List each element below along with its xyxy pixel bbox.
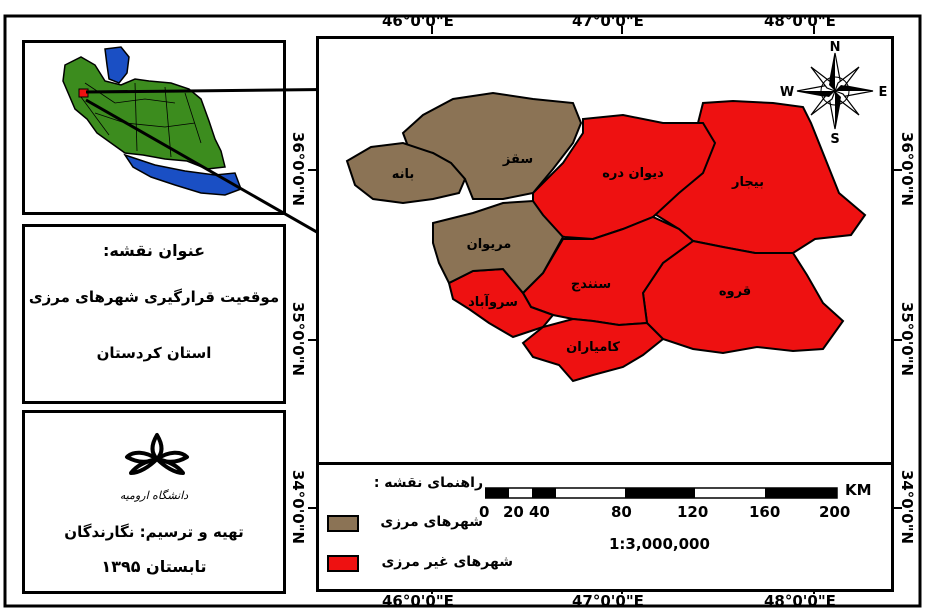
coord-top-47: 47°0'0"E	[572, 12, 644, 30]
scale-tick-80: 80	[611, 503, 632, 521]
legend-box: راهنمای نقشه : شهرهای مرزی شهرهای غیر مر…	[316, 462, 894, 592]
compass-w: W	[780, 85, 794, 100]
label-marivan: مریوان	[467, 237, 512, 252]
scale-tick-160: 160	[749, 503, 781, 521]
legend-swatch-nonborder	[327, 555, 359, 572]
title-line2: استان کردستان	[96, 344, 212, 362]
label-baneh: بانه	[392, 167, 415, 182]
coord-top-48: 48°0'0"E	[764, 12, 836, 30]
county-baneh	[345, 141, 467, 205]
coord-right-36: 36°0'0"N	[898, 131, 916, 207]
compass-e: E	[879, 85, 888, 100]
legend-label-nonborder: شهرهای غیر مرزی	[381, 554, 513, 570]
legend-item-nonborder: شهرهای غیر مرزی	[325, 553, 515, 575]
author-text: تهیه و ترسیم: نگارندگان	[64, 523, 244, 541]
scale-tick-20: 20	[503, 503, 524, 521]
label-bijar: بیجار	[731, 175, 764, 190]
logo-text: دانشگاه ارومیه	[119, 489, 189, 502]
scale-tick-120: 120	[677, 503, 709, 521]
legend-item-border: شهرهای مرزی	[325, 513, 515, 535]
coord-left-36: 36°0'0"N	[289, 131, 307, 207]
coord-right-35: 35°0'0"N	[898, 301, 916, 377]
coord-bottom-48: 48°0'0"E	[764, 592, 836, 610]
university-logo	[125, 433, 189, 475]
inset-map-box	[22, 40, 286, 215]
label-saqqez: سقز	[502, 152, 533, 167]
coord-left-34: 34°0'0"N	[289, 469, 307, 545]
label-sanandaj: سنندج	[571, 277, 611, 292]
label-divandarreh: دیوان دره	[602, 166, 664, 181]
main-map-box: سقز بانه مریوان دیوان دره بیجار سنندج قر…	[316, 36, 894, 466]
compass-n: N	[830, 40, 841, 55]
iran-inset-map	[62, 46, 242, 196]
coord-top-46: 46°0'0"E	[382, 12, 454, 30]
scale-unit: KM	[845, 481, 872, 499]
title-heading: عنوان نقشه:	[102, 241, 206, 260]
scale-tick-0: 0	[479, 503, 490, 521]
scale-tick-200: 200	[819, 503, 851, 521]
label-sarvabad: سروآباد	[468, 293, 518, 310]
coord-bottom-46: 46°0'0"E	[382, 592, 454, 610]
legend-label-border: شهرهای مرزی	[380, 514, 483, 530]
credit-box: دانشگاه ارومیه تهیه و ترسیم: نگارندگان ت…	[22, 410, 286, 594]
compass-s: S	[830, 132, 839, 147]
scale-tick-40: 40	[529, 503, 550, 521]
date-text: تابستان ۱۳۹۵	[101, 557, 207, 576]
county-kamyaran	[521, 317, 665, 383]
scale-bar	[485, 487, 838, 499]
coord-bottom-47: 47°0'0"E	[572, 592, 644, 610]
coord-right-34: 34°0'0"N	[898, 469, 916, 545]
county-sanandaj	[521, 215, 695, 327]
title-box: عنوان نقشه: موقعیت قرارگیری شهرهای مرزی …	[22, 224, 286, 404]
county-marivan	[432, 199, 565, 295]
coord-left-35: 35°0'0"N	[289, 301, 307, 377]
title-line1: موقعیت قرارگیری شهرهای مرزی	[28, 288, 280, 306]
scale-ratio: 1:3,000,000	[609, 535, 710, 553]
label-qorveh: قروه	[719, 284, 751, 299]
label-kamyaran: کامیاران	[566, 340, 620, 355]
legend-title: راهنمای نقشه :	[373, 475, 483, 491]
legend-swatch-border	[327, 515, 359, 532]
kurdistan-map: سقز بانه مریوان دیوان دره بیجار سنندج قر…	[345, 40, 888, 383]
compass-rose: N S E W	[780, 40, 888, 147]
county-qorveh	[641, 239, 845, 355]
